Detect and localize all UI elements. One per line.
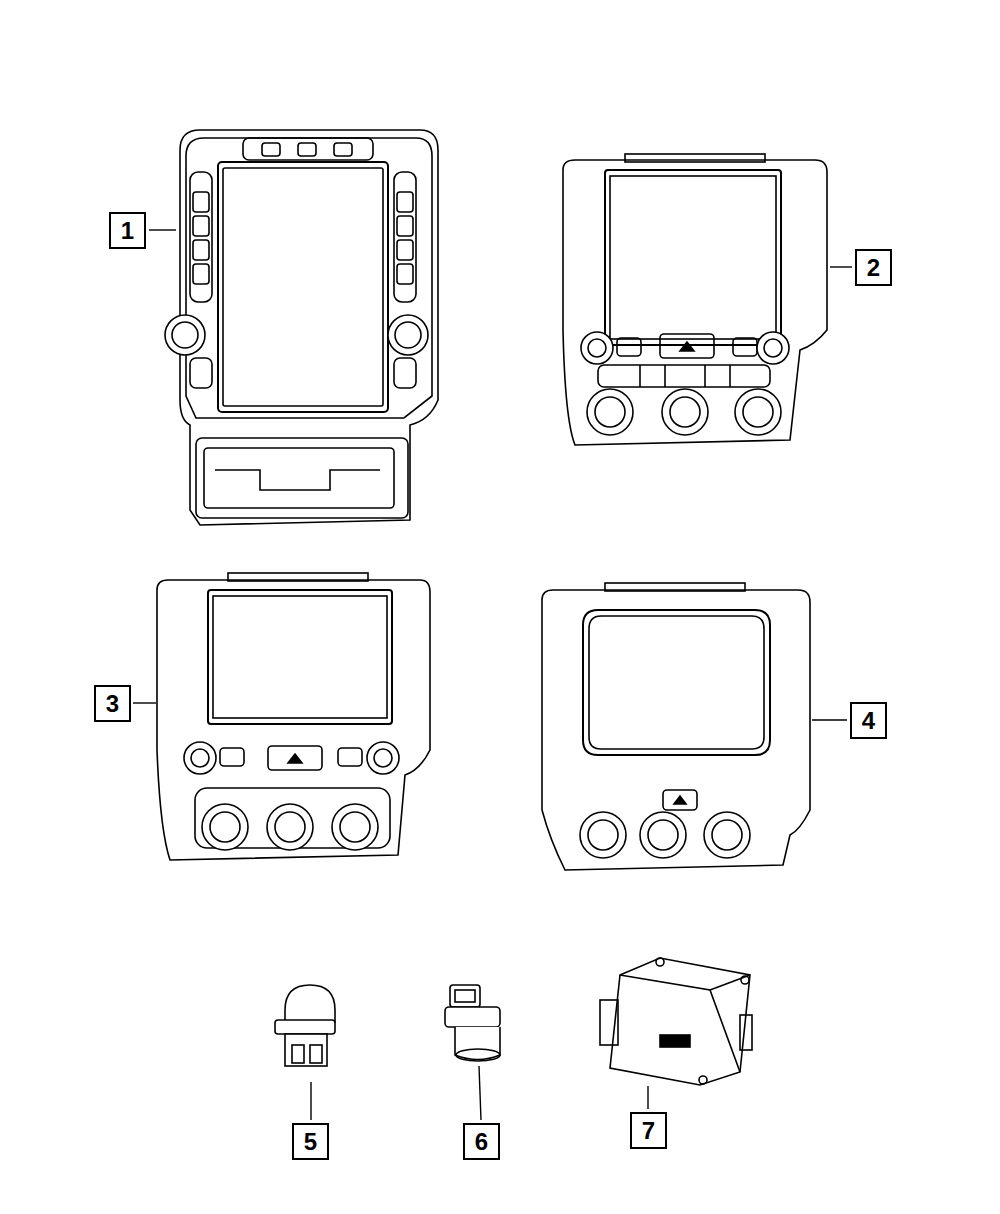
callout-box: 5 (292, 1123, 329, 1160)
callout-box: 7 (630, 1112, 667, 1149)
callout-box: 3 (94, 685, 131, 722)
callout-box: 1 (109, 212, 146, 249)
callout-box: 6 (463, 1123, 500, 1160)
callout-box: 2 (855, 249, 892, 286)
callout-number: 3 (106, 692, 119, 716)
callout-number: 6 (475, 1130, 488, 1154)
callout-number: 4 (862, 709, 875, 733)
callout-box: 4 (850, 702, 887, 739)
callout-number: 7 (642, 1119, 655, 1143)
callout-number: 5 (304, 1130, 317, 1154)
callout-number: 2 (867, 256, 880, 280)
callout-number: 1 (121, 219, 134, 243)
